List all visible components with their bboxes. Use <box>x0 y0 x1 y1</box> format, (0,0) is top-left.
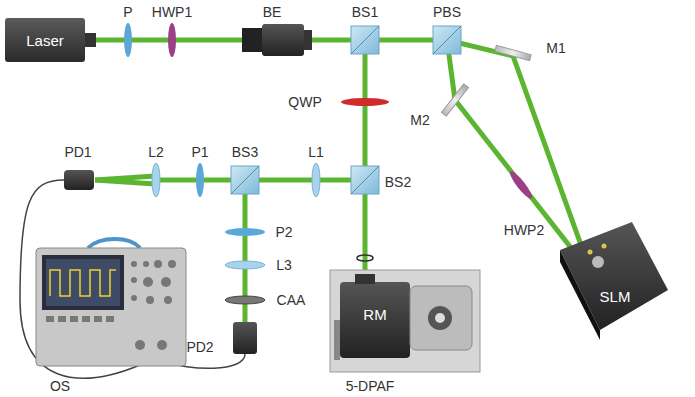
part-label: BS2 <box>385 175 411 189</box>
rotation-mount <box>330 255 480 372</box>
part-label: PD2 <box>186 340 213 354</box>
part-label: CAA <box>277 293 306 307</box>
part-label: L1 <box>308 145 324 159</box>
part-label: L3 <box>276 258 292 272</box>
node-label: SLM <box>600 288 631 305</box>
node-label: RM <box>363 306 386 323</box>
beam-expander <box>242 24 312 56</box>
part-label: P <box>123 5 132 19</box>
waveplate <box>168 23 176 57</box>
part-label: M1 <box>546 41 565 55</box>
part-label: QWP <box>288 95 321 109</box>
part-label: BE <box>263 5 282 19</box>
polarizer <box>124 23 132 57</box>
part-label: 5-DPAF <box>346 379 395 393</box>
part-label: BS1 <box>352 5 378 19</box>
part-label: BS3 <box>232 145 258 159</box>
part-label: HWP2 <box>504 223 544 237</box>
part-label: HWP1 <box>152 5 192 19</box>
slm-device <box>560 222 668 340</box>
node-label: Laser <box>26 32 64 49</box>
part-label: P1 <box>191 145 208 159</box>
part-label: PBS <box>433 5 461 19</box>
rotation-mount-box: RM <box>346 300 404 328</box>
part-label: PD1 <box>64 145 91 159</box>
part-label: P2 <box>275 225 292 239</box>
laser-box: Laser <box>5 18 85 62</box>
part-label: L2 <box>148 145 164 159</box>
part-label: OS <box>50 379 70 393</box>
slm-box: SLM <box>585 282 645 310</box>
part-label: M2 <box>410 113 429 127</box>
oscilloscope <box>36 239 186 366</box>
